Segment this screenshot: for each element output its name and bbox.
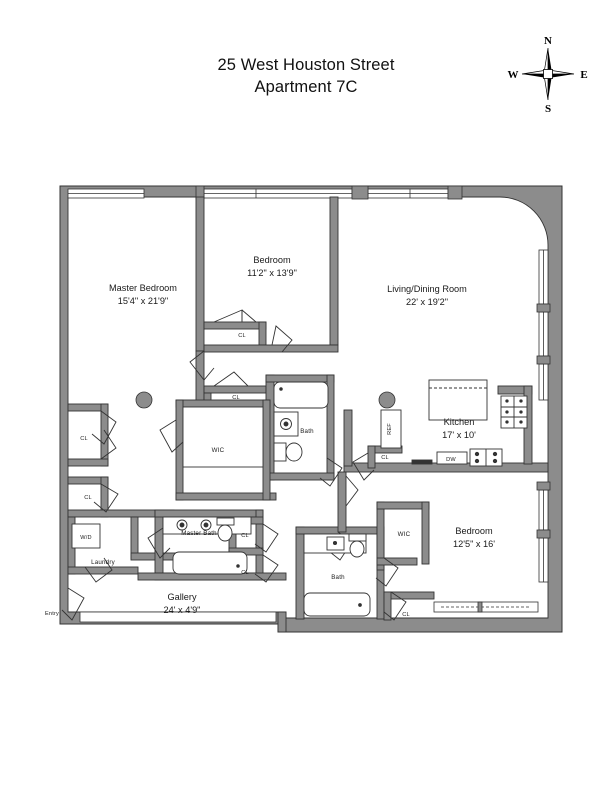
label-dishwasher: DW [446, 457, 456, 463]
label-closet-gallery-2: CL [241, 570, 249, 576]
label-closet-hall-top: CL [232, 395, 240, 401]
label-master-bedroom-name: Master Bedroom [109, 283, 177, 293]
bathtub-icon [273, 381, 329, 409]
label-closet-master-1: CL [80, 436, 88, 442]
label-living-dining-name: Living/Dining Room [387, 284, 467, 294]
wall-master-bed2 [195, 196, 205, 352]
label-bedroom2-name: Bedroom [253, 255, 291, 265]
label-wic-master: WIC [212, 447, 225, 454]
toilet-tank2-icon [348, 533, 367, 542]
label-bedroom3-name: Bedroom [455, 526, 493, 536]
door-swings [61, 309, 407, 621]
label-master-bedroom-dim: 15'4" x 21'9" [118, 296, 168, 306]
column-living-room [378, 391, 396, 409]
bedroom3-south-elements [433, 601, 539, 613]
label-master-bath: Master Bath [181, 530, 217, 537]
vanity-icon [273, 442, 287, 462]
laundry-appliances [71, 523, 101, 549]
washer-dryer-icon [71, 523, 101, 549]
compass-label-east: E [580, 69, 587, 81]
label-closet-master-2: CL [84, 495, 92, 501]
kitchen-appliances [380, 379, 528, 467]
master-bathtub-icon [172, 551, 248, 575]
label-bedroom3-dim: 12'5" x 16' [453, 539, 495, 549]
label-kitchen-name: Kitchen [444, 417, 475, 427]
label-closet-bedroom2: CL [238, 333, 246, 339]
toilet-tank-icon [216, 517, 235, 526]
kitchen-wall-west [343, 409, 353, 467]
label-bath-bedroom3: Bath [331, 574, 345, 581]
label-gallery-dim: 24' x 4'9" [164, 605, 201, 615]
column-master-bedroom [135, 391, 153, 409]
closet-labels: CL CL CL CL CL CL CL CL [80, 333, 410, 618]
space-labels: WIC WIC Bath Bath Master Bath Laundry W/… [45, 423, 456, 617]
gallery-south-elements [79, 611, 277, 623]
east-windows [536, 249, 551, 583]
apartment-unit: Apartment 7C [254, 78, 358, 97]
label-bath-hall: Bath [300, 428, 314, 435]
toilet-icon [285, 442, 303, 462]
wall-wic-master [175, 399, 271, 408]
toilet-bowl-icon [217, 524, 233, 542]
bath-hall-fixtures [273, 381, 329, 462]
compass-star-icon [521, 47, 575, 101]
label-bedroom2-dim: 11'2" x 13'9" [247, 268, 297, 278]
wall-bed2-living [329, 196, 339, 346]
label-laundry: Laundry [91, 559, 115, 566]
wic-shelving [182, 406, 264, 468]
label-kitchen-dim: 17' x 10' [442, 430, 476, 440]
label-entry: Entry [45, 611, 59, 617]
building-address: 25 West Houston Street [217, 56, 395, 74]
label-wic-bedroom3: WIC [398, 531, 411, 538]
label-closet-gallery-1: CL [241, 533, 249, 539]
bathtub2-icon [303, 592, 371, 617]
bath-bedroom3-fixtures [303, 533, 371, 617]
wall-bath-bed3 [295, 526, 305, 620]
compass-rose: N E S W [508, 35, 588, 115]
label-living-dining-dim: 22' x 19'2" [406, 297, 448, 307]
structural-columns [135, 391, 396, 409]
sink-icon [411, 459, 433, 465]
label-gallery-name: Gallery [167, 592, 197, 602]
label-washer-dryer: W/D [80, 535, 91, 541]
label-closet-bedroom3: CL [402, 612, 410, 618]
north-windows [67, 185, 463, 200]
wall-master-bath [154, 509, 164, 581]
master-bath-fixtures [162, 516, 252, 575]
refrigerator-icon [380, 409, 402, 449]
dishwasher-icon [436, 451, 468, 465]
page-title: 25 West Houston Street Apartment 7C [0, 54, 612, 99]
dining-table-icon [428, 379, 488, 421]
room-labels: Master Bedroom 15'4" x 21'9" Bedroom 11'… [109, 255, 495, 615]
compass-label-west: W [508, 69, 519, 81]
toilet-bowl2-icon [349, 540, 365, 558]
compass-label-north: N [544, 35, 552, 47]
label-closet-kitchen: CL [381, 455, 389, 461]
compass-label-south: S [545, 103, 551, 115]
label-refrigerator: REF [387, 423, 393, 435]
